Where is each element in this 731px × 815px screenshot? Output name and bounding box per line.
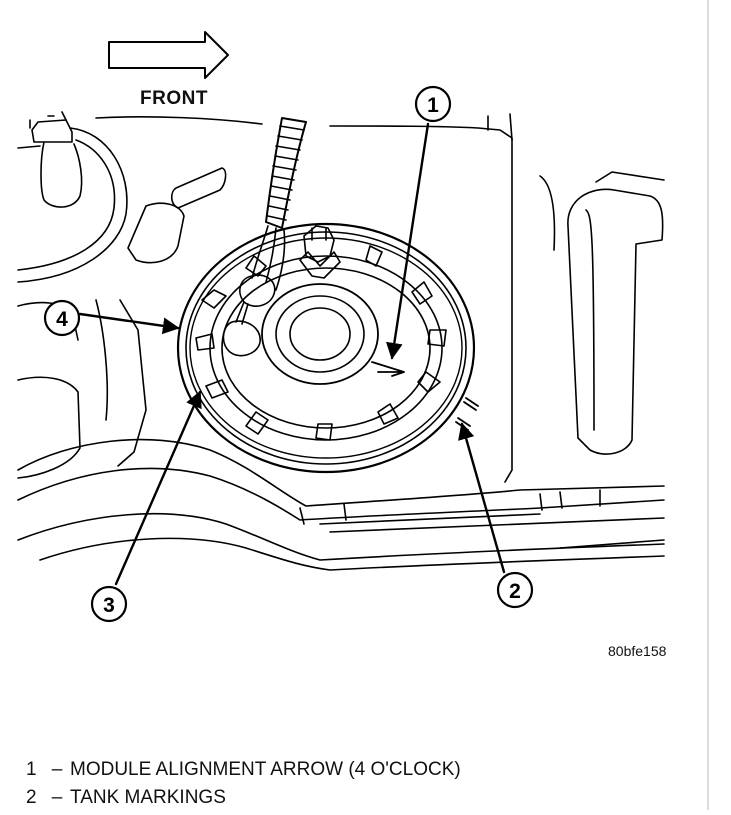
front-arrow-icon [108,31,229,79]
tank-outline [17,116,513,483]
legend-item-number: 2 [26,787,37,808]
legend: 1–MODULE ALIGNMENT ARROW (4 O'CLOCK) 2–T… [26,756,461,812]
legend-item-dash: – [51,759,63,780]
wiring-harness [222,117,307,357]
fuel-lines [17,438,665,507]
callout-3-leader [114,390,202,586]
callout-4-leader [78,312,180,335]
legend-item: 1–MODULE ALIGNMENT ARROW (4 O'CLOCK) [26,756,461,784]
front-label: FRONT [140,88,208,109]
callout-4-number: 4 [56,308,68,331]
callout-2-leader [458,422,506,574]
hose-loop [17,127,128,283]
legend-item-text: MODULE ALIGNMENT ARROW (4 O'CLOCK) [70,759,461,780]
legend-item-text: TANK MARKINGS [70,787,226,808]
callout-1-circle [414,85,452,123]
legend-item-dash: – [51,787,63,808]
callout-1-number: 1 [427,94,439,117]
tank-pocket [567,188,664,455]
fuel-pump-module [176,222,476,474]
fuel-fitting [31,119,73,143]
callout-4-circle [43,299,81,337]
callout-1-leader [385,122,430,360]
tank-markings-icon [455,397,479,431]
callout-3-circle [90,585,128,623]
callout-2-circle [496,571,534,609]
page-edge-divider [707,0,709,810]
callout-2-number: 2 [509,580,521,603]
legend-item: 2–TANK MARKINGS [26,784,461,812]
callout-3-number: 3 [103,594,115,617]
legend-item-number: 1 [26,759,37,780]
figure-id: 80bfe158 [608,643,667,659]
module-alignment-arrow-icon [371,361,405,377]
